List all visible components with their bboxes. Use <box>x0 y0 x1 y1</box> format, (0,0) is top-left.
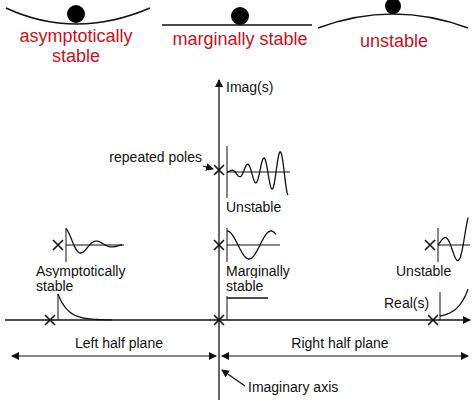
response-curves <box>58 152 468 320</box>
label-text: asymptotically stable <box>19 26 132 66</box>
axis-label: Imag(s) <box>226 80 306 95</box>
balls <box>67 0 401 25</box>
s-plane-axes <box>5 80 470 400</box>
label-text: Unstable <box>396 263 451 279</box>
response-curve <box>66 229 122 253</box>
stability-caption: asymptotically stable <box>0 27 152 67</box>
response-curve <box>440 289 468 316</box>
axis-label: Asymptotically stable <box>36 264 156 295</box>
label-text: unstable <box>360 31 428 51</box>
response-axes <box>58 146 470 320</box>
axis-label: Imaginary axis <box>248 380 388 395</box>
label-text: Right half plane <box>291 335 388 351</box>
axis-label: Unstable <box>396 264 470 279</box>
pole-marks <box>45 165 438 325</box>
axis-label: Real(s) <box>384 296 436 311</box>
stability-caption: marginally stable <box>164 30 316 50</box>
label-text: Unstable <box>226 199 281 215</box>
axis-label: Left half plane <box>44 336 194 351</box>
axis-label: repeated poles <box>106 150 202 165</box>
stability-caption: unstable <box>318 32 470 52</box>
axis-label: Unstable <box>226 200 316 215</box>
response-curve <box>438 218 468 261</box>
axis-label: Marginally stable <box>226 264 316 295</box>
response-curve <box>227 231 276 259</box>
label-text: Asymptotically stable <box>36 263 125 294</box>
label-text: Imaginary axis <box>248 379 338 395</box>
label-text: repeated poles <box>109 149 202 165</box>
label-text: marginally stable <box>172 29 307 49</box>
label-text: Real(s) <box>384 295 429 311</box>
response-curve <box>227 152 288 195</box>
axis-label: Right half plane <box>250 336 430 351</box>
label-text: Imag(s) <box>226 79 273 95</box>
label-text: Marginally stable <box>226 263 290 294</box>
label-text: Left half plane <box>75 335 163 351</box>
half-plane-arrows <box>12 166 468 386</box>
response-curve <box>58 294 112 320</box>
response-curve <box>227 297 268 298</box>
